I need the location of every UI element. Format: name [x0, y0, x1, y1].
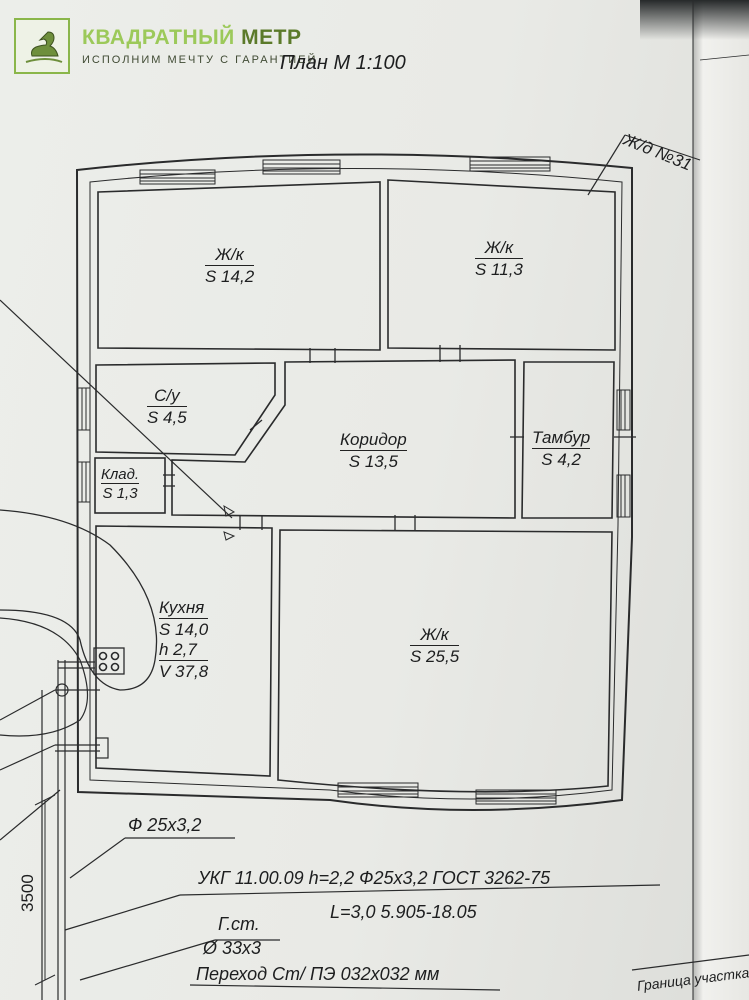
- logo-name: КВАДРАТНЫЙ МЕТР: [82, 26, 301, 50]
- room-storage: Клад. S 1,3: [101, 466, 140, 502]
- paper-fold: [693, 0, 749, 1000]
- dimension-3500: 3500: [18, 874, 37, 912]
- logo-badge: [14, 18, 70, 74]
- room-corridor: Коридор S 13,5: [340, 430, 407, 471]
- company-logo: КВАДРАТНЫЙ МЕТР ИСПОЛНИМ МЕЧТУ С ГАРАНТИ…: [14, 18, 344, 76]
- room-living: Ж/к S 25,5: [410, 625, 460, 666]
- room-bathroom: С/у S 4,5: [147, 386, 187, 427]
- ukg-sub-note: L=3,0 5.905-18.05: [330, 902, 477, 922]
- pipe-size-note: Ф 25х3,2: [128, 815, 202, 835]
- plan-title: План М 1:100: [280, 52, 406, 74]
- logo-slogan: ИСПОЛНИМ МЕЧТУ С ГАРАНТИЕЙ: [82, 54, 318, 66]
- transition-note: Переход Ст/ ПЭ 032х032 мм: [196, 964, 440, 984]
- room-bedroom-2: Ж/к S 11,3: [475, 238, 523, 279]
- room-bedroom-1: Ж/к S 14,2: [205, 245, 255, 286]
- ukg-note: УКГ 11.00.09 h=2,2 Ф25х3,2 ГОСТ 3262-75: [198, 868, 551, 888]
- shadow-area: [640, 0, 749, 40]
- logo-name-part2: МЕТР: [241, 26, 302, 49]
- room-vestibule: Тамбур S 4,2: [532, 428, 591, 469]
- goose-icon: [25, 31, 63, 63]
- gas-riser-note: Г.ст.: [218, 914, 260, 934]
- room-kitchen: Кухня S 14,0 h 2,7 V 37,8: [159, 598, 209, 681]
- gas-riser-size: Ø 33х3: [203, 938, 262, 958]
- logo-name-part1: КВАДРАТНЫЙ: [82, 26, 235, 49]
